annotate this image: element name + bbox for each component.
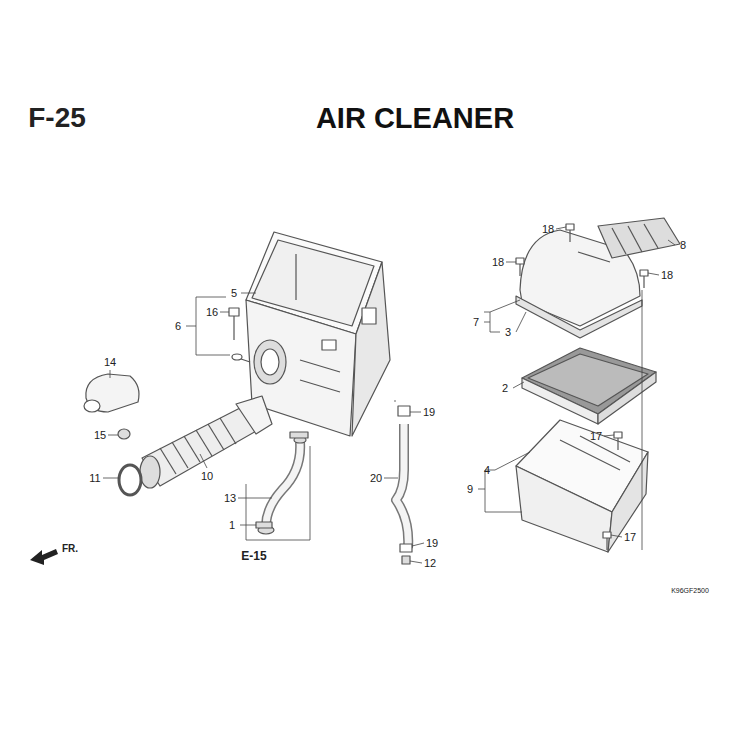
direction-label: FR. xyxy=(62,544,78,554)
callout-number: 10 xyxy=(201,471,213,482)
callout-number: 14 xyxy=(104,357,116,368)
callout-number: 17 xyxy=(590,431,602,442)
callout-number: 3 xyxy=(505,327,511,338)
callout-number: 8 xyxy=(680,240,686,251)
callout-number: 13 xyxy=(224,493,236,504)
callout-number: 18 xyxy=(542,224,554,235)
callout-number: 18 xyxy=(661,270,673,281)
page-title: AIR CLEANER xyxy=(316,104,514,133)
callout-number: 11 xyxy=(89,473,100,484)
callout-number: 16 xyxy=(206,307,218,318)
callout-number: 17 xyxy=(624,532,636,543)
callout-number: 15 xyxy=(94,430,106,441)
callout-number: 2 xyxy=(502,383,508,394)
callout-number: 19 xyxy=(426,538,438,549)
callout-number: 20 xyxy=(370,473,382,484)
figure-number: F-25 xyxy=(28,104,86,132)
callout-number: 6 xyxy=(175,321,181,332)
callout-number: 12 xyxy=(424,558,436,569)
drawing-code: K96GF2500 xyxy=(671,587,709,594)
callout-number: 9 xyxy=(467,484,473,495)
callout-number: E-15 xyxy=(241,550,266,562)
callout-number: 19 xyxy=(423,407,435,418)
callout-number: 18 xyxy=(492,257,504,268)
callout-number: 5 xyxy=(231,288,237,299)
callout-number: 1 xyxy=(229,520,235,531)
callout-number: 7 xyxy=(473,317,479,328)
callout-number: 4 xyxy=(484,465,490,476)
